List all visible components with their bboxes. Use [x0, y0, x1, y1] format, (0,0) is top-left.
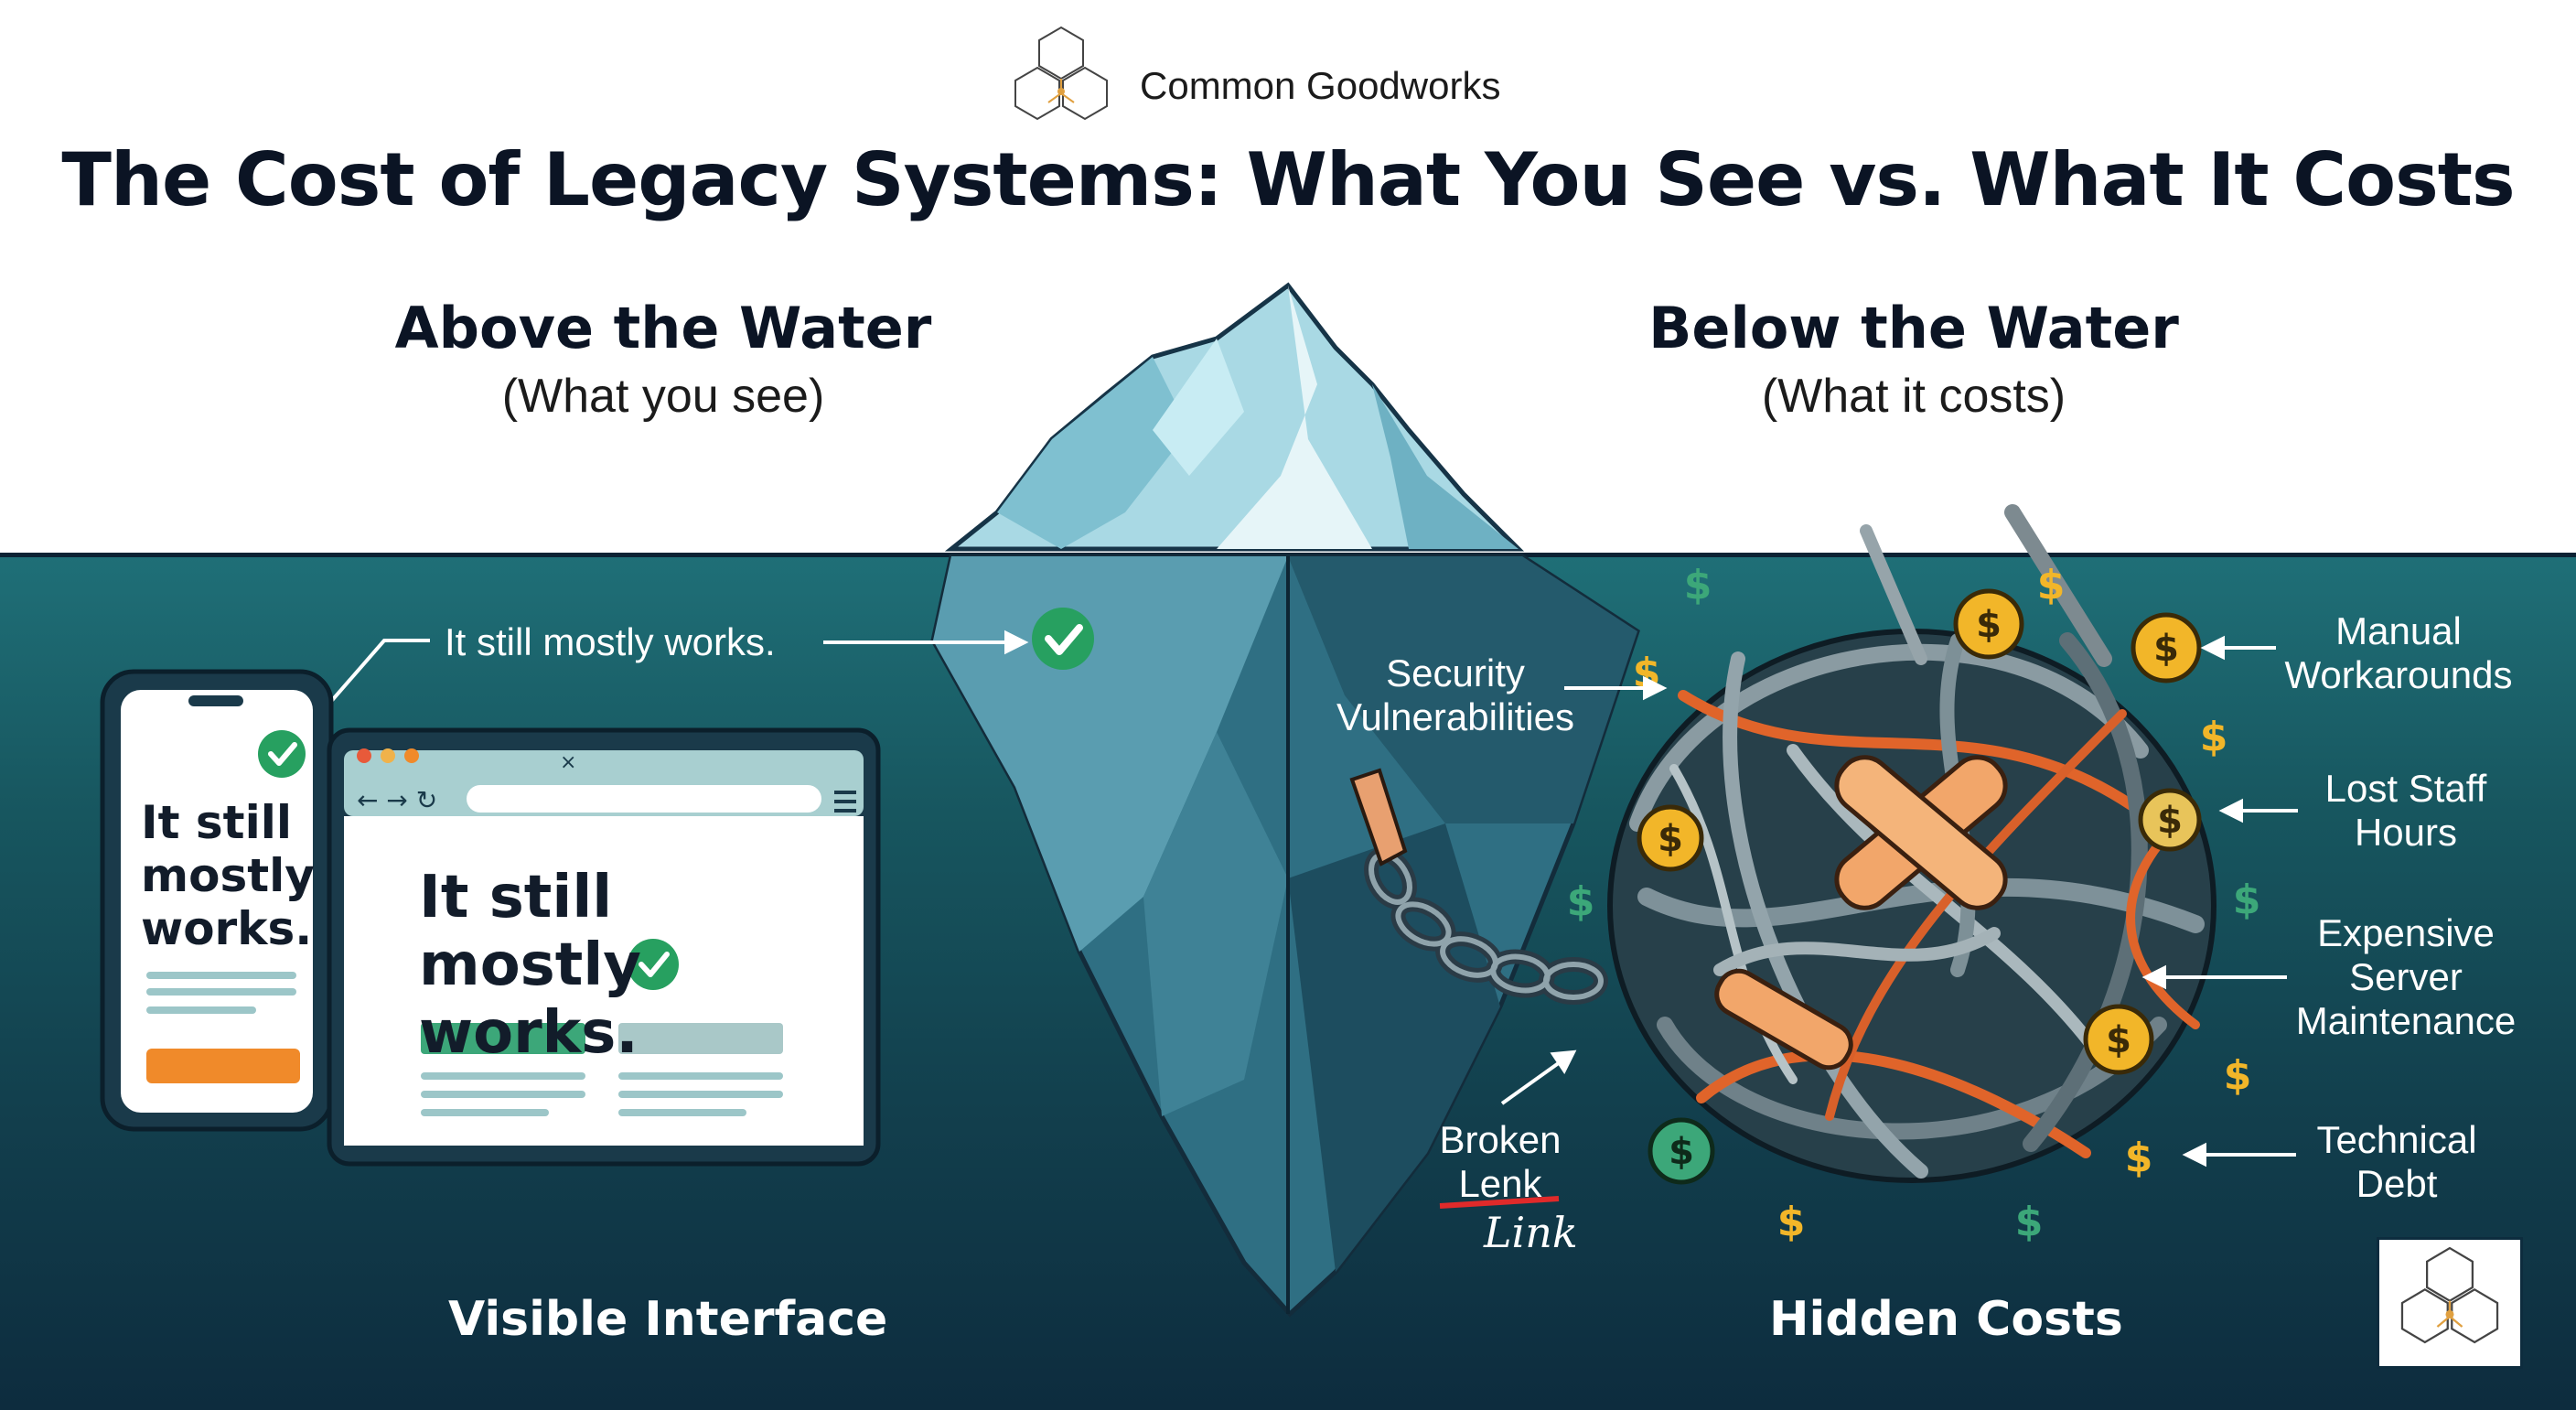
browser-text: It still mostly works.	[419, 864, 641, 1067]
caption-visible-interface: Visible Interface	[448, 1292, 888, 1347]
below-title: Below the Water	[1648, 295, 2179, 361]
above-subtitle: (What you see)	[501, 370, 825, 423]
iceberg-submerged	[930, 554, 1640, 1318]
header-logo	[999, 24, 1123, 135]
cost-label-manual: Manual Workarounds	[2284, 609, 2513, 696]
bandage-icon	[1714, 755, 2008, 1071]
below-heading: Below the Water (What it costs)	[1566, 295, 2261, 424]
hexagon-cluster-logo-icon	[2400, 1246, 2499, 1344]
svg-text:$: $	[2224, 1052, 2252, 1099]
iceberg-check-icon	[1032, 608, 1094, 670]
callout-top-label: It still mostly works.	[445, 620, 776, 663]
browser-mockup: ← → ↻ ×	[327, 727, 881, 1167]
strike-through	[1439, 1196, 1560, 1209]
cost-label-broken: Broken	[1439, 1118, 1562, 1161]
svg-text:$: $	[1567, 878, 1595, 925]
svg-text:$: $	[2037, 562, 2066, 608]
callout-connector	[320, 630, 1029, 714]
iceberg-tip	[944, 282, 1525, 552]
above-heading: Above the Water (What you see)	[316, 295, 1011, 424]
cost-label-security: Security Vulnerabilities	[1336, 651, 1574, 738]
svg-text:$: $	[2153, 628, 2179, 670]
svg-text:$: $	[1658, 818, 1683, 860]
tangled-cables: $ $ $ $ $ $ $ $ $ $ $ $ $ $ $ $	[1567, 504, 2261, 1245]
phone-mockup	[100, 669, 334, 1132]
svg-text:$: $	[2157, 800, 2183, 842]
cost-label-server: Expensive Server Maintenance	[2295, 911, 2517, 1042]
svg-text:$: $	[2015, 1199, 2044, 1245]
svg-text:$: $	[2106, 1019, 2131, 1061]
above-title: Above the Water	[394, 295, 932, 361]
footer-logo	[2377, 1237, 2523, 1369]
svg-text:×: ×	[560, 751, 576, 774]
cost-label-broken-struck: Lenk	[1458, 1162, 1542, 1205]
svg-text:$: $	[1684, 562, 1712, 608]
cost-label-lost-staff: Lost Staff Hours	[2324, 767, 2487, 854]
svg-text:$: $	[2233, 877, 2261, 923]
dollar-sign-icon: $ $ $ $ $ $ $ $ $ $	[1567, 562, 2261, 1245]
svg-text:$: $	[2200, 714, 2228, 760]
svg-text:$: $	[1777, 1199, 1806, 1245]
below-subtitle: (What it costs)	[1761, 370, 2066, 423]
cost-label-debt: Technical Debt	[2316, 1118, 2477, 1205]
cost-arrows	[1500, 635, 2298, 1168]
hexagon-cluster-logo-icon	[1014, 26, 1108, 121]
brand-name: Common Goodworks	[1140, 64, 1501, 107]
svg-text:← → ↻: ← → ↻	[357, 785, 437, 815]
cost-label-broken-handwritten: Link	[1484, 1208, 1578, 1257]
page-title: The Cost of Legacy Systems: What You See…	[61, 137, 2515, 222]
broken-link-end	[1349, 768, 1408, 866]
caption-hidden-costs: Hidden Costs	[1769, 1292, 2123, 1347]
svg-text:$: $	[1669, 1131, 1694, 1173]
svg-text:$: $	[1976, 604, 2002, 646]
coin-icon: $ $ $ $ $ $	[1637, 588, 2202, 1185]
svg-text:$: $	[2125, 1135, 2153, 1181]
phone-text: It still mostly works.	[141, 796, 315, 955]
